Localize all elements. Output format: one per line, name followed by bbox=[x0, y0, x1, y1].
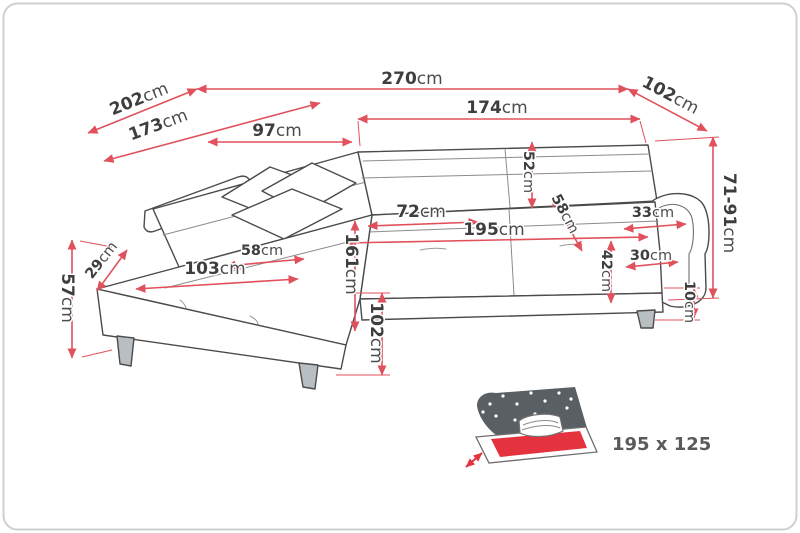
chaise-base bbox=[96, 288, 347, 370]
dim-line-sleeping-length bbox=[343, 232, 649, 248]
dim-label-chaise-front-depth: 102cm bbox=[366, 302, 386, 363]
dim-label-chaise-front-length: 103cm bbox=[184, 259, 245, 279]
star-pattern bbox=[481, 391, 573, 422]
dim-line-chaise-cushion-width bbox=[225, 255, 305, 270]
dim-label-seat-height: 42cm bbox=[598, 250, 614, 292]
dim-line-side-depth-right bbox=[627, 88, 708, 132]
sofa-bed-unfold-icon bbox=[465, 387, 598, 468]
dim-label-total-width: 270cm bbox=[381, 69, 442, 89]
dim-label-backrest-depth: 52cm bbox=[520, 151, 536, 193]
dim-line-seat-depth-front bbox=[367, 217, 479, 231]
dim-label-seat-section-width: 174cm bbox=[466, 98, 527, 118]
dim-line-chaise-side-length bbox=[103, 101, 321, 163]
dimension-lines bbox=[67, 84, 718, 376]
unfold-arrow bbox=[465, 452, 483, 468]
dim-line-chaise-corner-width bbox=[96, 249, 128, 292]
dim-label-chaise-length: 161cm bbox=[341, 233, 361, 294]
dim-line-chaise-front-length bbox=[135, 275, 299, 293]
dim-line-armrest-inner-width bbox=[625, 258, 679, 271]
sleeping-area-label: 195 x 125 bbox=[612, 434, 711, 455]
right-base bbox=[359, 292, 664, 321]
dim-label-seat-depth-front: 72cm bbox=[396, 202, 446, 222]
dim-line-armrest-width bbox=[623, 220, 687, 233]
dim-label-leg-height: 10cm bbox=[681, 281, 697, 323]
dim-label-height-adjustable: 71-91cm bbox=[719, 173, 739, 253]
dim-label-armrest-inner-width: 30cm bbox=[630, 248, 672, 264]
bed-sleep-surface bbox=[491, 431, 587, 457]
sofa-leg bbox=[636, 309, 656, 329]
dim-label-chaise-cushion-width: 58cm bbox=[241, 243, 283, 259]
dim-label-armrest-width: 33cm bbox=[632, 205, 674, 221]
sofa-leg bbox=[116, 335, 135, 367]
dim-label-sleeping-length: 195cm bbox=[463, 220, 524, 240]
dim-label-back-section-width: 97cm bbox=[252, 121, 302, 141]
witness-lines bbox=[79, 120, 720, 376]
pillow bbox=[231, 188, 343, 240]
dim-label-side-height: 57cm bbox=[57, 273, 77, 323]
sofa-leg bbox=[298, 362, 319, 390]
